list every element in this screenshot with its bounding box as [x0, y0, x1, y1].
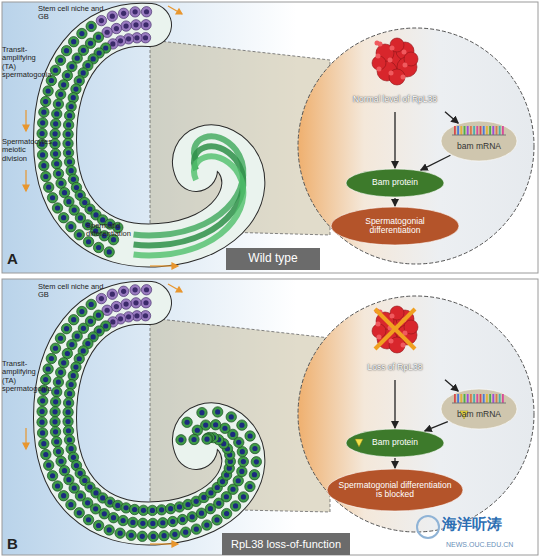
panel-frame [2, 2, 538, 273]
region-label: Transit-amplifying (TA) spermatogonia [2, 360, 48, 394]
panel-frame [2, 279, 538, 555]
process-ellipse: bam mRNA [440, 388, 518, 430]
process-ellipse: Bam protein [345, 168, 445, 198]
node-text: Bam protein [362, 178, 428, 187]
node-text: bam mRNA [457, 142, 501, 151]
node-text: Spermatogonial differentiation is blocke… [326, 481, 464, 500]
ellipse-outline [440, 388, 518, 430]
process-ellipse: Bam protein [345, 428, 445, 458]
protein-structure [367, 33, 423, 89]
testis-illustration [23, 284, 262, 547]
process-ellipse: Spermatogonial differentiation [330, 206, 460, 246]
ellipse-outline [440, 120, 518, 162]
node-text: Normal level of RpL38 [353, 95, 437, 104]
arrow-connector [394, 458, 395, 468]
watermark: 海洋听涛 [442, 516, 538, 533]
arrow-connector [421, 155, 451, 170]
arrow-connector [394, 380, 395, 428]
region-label: Stem cell niche and GB [38, 283, 114, 300]
node-text: RpL38 loss-of-function [231, 538, 341, 550]
region-label: Stem cell niche and GB [38, 5, 114, 22]
arrow-connector [394, 198, 395, 206]
arrow-connector [445, 380, 458, 391]
node-text: Bam protein [362, 438, 428, 447]
protein-structure [367, 301, 423, 357]
arrow-connector [445, 112, 458, 123]
region-label: Spermatocytes meiotic division [2, 138, 46, 163]
node-text: Loss of RpL38 [368, 363, 423, 372]
magnified-circle [298, 296, 534, 532]
arrow-connector [394, 112, 395, 168]
testis-illustration [23, 6, 243, 269]
panel-letter: A [7, 251, 27, 268]
region-label: Transit-amplifying (TA) spermatogonia [2, 46, 48, 80]
magnified-circle [298, 28, 534, 264]
arrow-connector [425, 422, 448, 431]
region-label: Spermatid differentiation [86, 222, 158, 239]
protein-node: Normal level of RpL38 [345, 26, 445, 112]
watermark-logo [417, 516, 439, 538]
node-text: Spermatogonial differentiation [330, 217, 460, 236]
panel-label-box: RpL38 loss-of-function [222, 533, 350, 555]
node-text: Wild type [248, 252, 297, 265]
node-text: bam mRNA [457, 410, 501, 419]
protein-node: Loss of RpL38 [345, 294, 445, 380]
panel-letter: B [7, 536, 27, 553]
process-ellipse: bam mRNA [440, 120, 518, 162]
panel-label-box: Wild type [226, 248, 320, 270]
process-ellipse: Spermatogonial differentiation is blocke… [326, 468, 464, 512]
watermark: NEWS.OUC.EDU.CN [446, 541, 538, 549]
